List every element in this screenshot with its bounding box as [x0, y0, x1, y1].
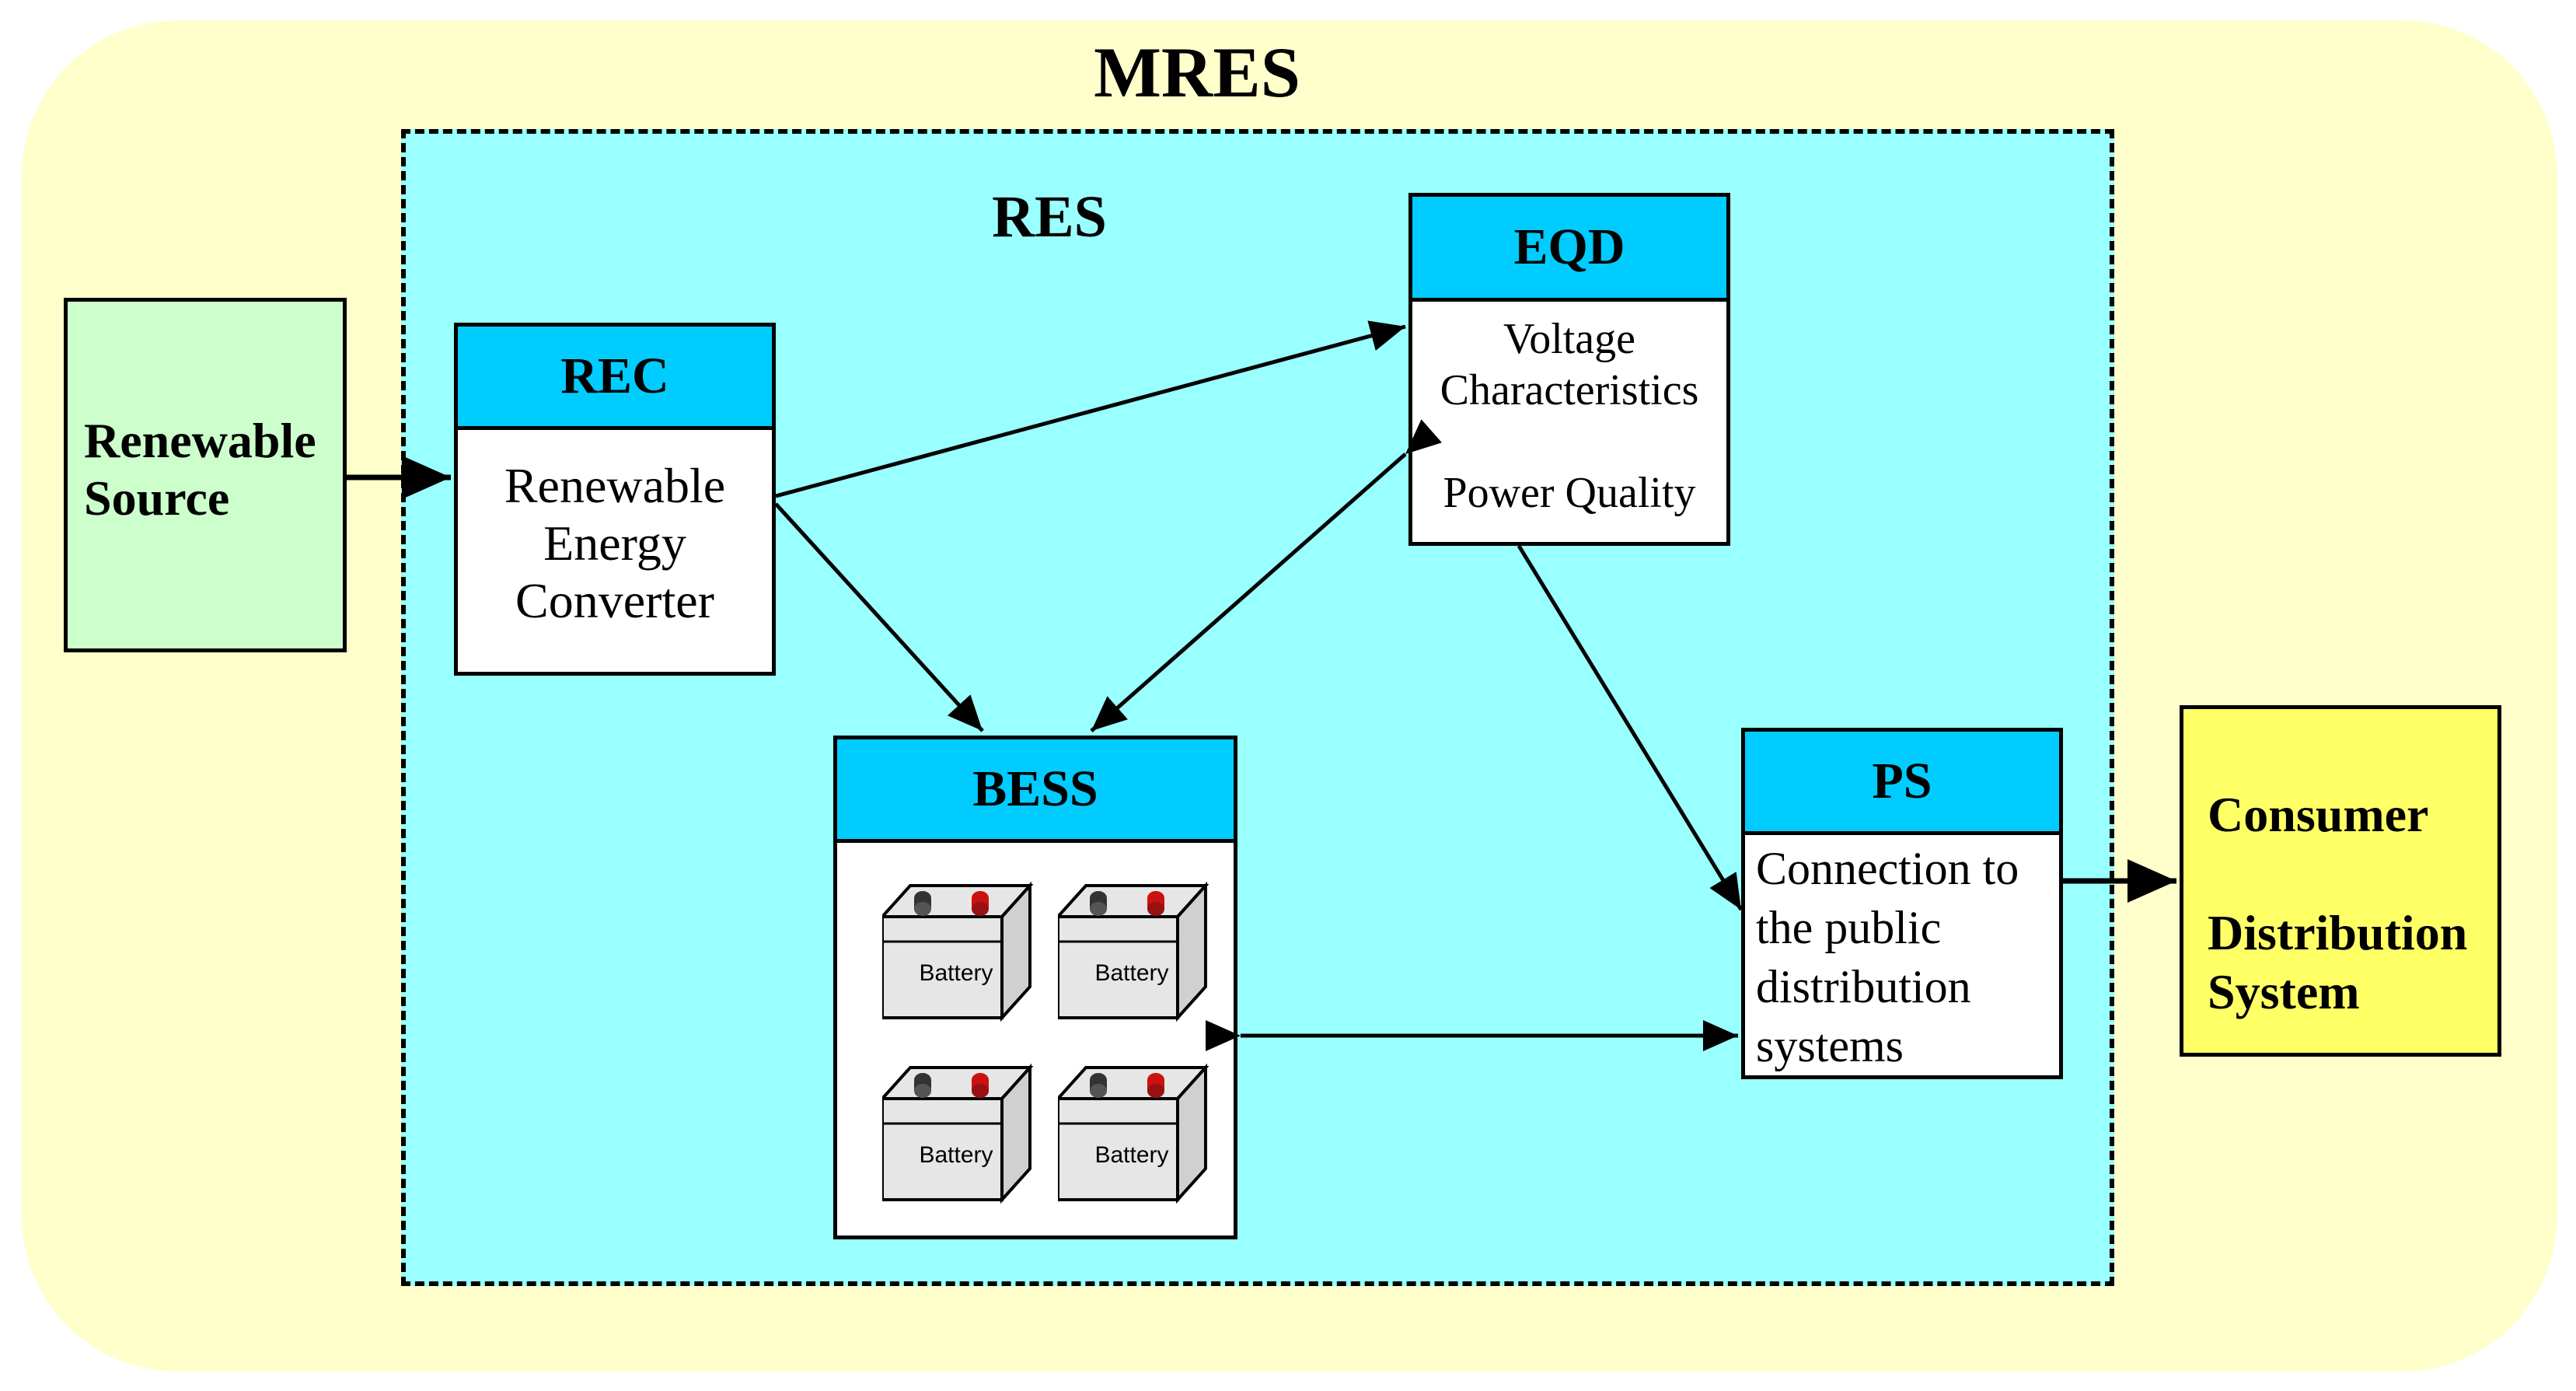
renewable-source-line-1: Renewable [84, 413, 316, 468]
arrow-rec-to-bess [774, 502, 984, 732]
battery-label: Battery [919, 1142, 993, 1168]
ps-line-4: systems [1756, 1020, 1904, 1071]
battery-4: Battery [1054, 1043, 1229, 1214]
ps-header: PS [1745, 732, 2059, 835]
arrow-rec-to-eqd [775, 320, 1406, 498]
consumer-distribution-label: Consumer Distribution System [2208, 785, 2503, 1022]
rec-body: Renewable Energy Converter [458, 426, 772, 672]
battery-1: Battery [878, 861, 1053, 1032]
battery-label: Battery [1094, 1142, 1169, 1168]
eqd-body: Voltage Characteristics Power Quality [1412, 298, 1726, 542]
battery-icon [1054, 1063, 1209, 1204]
rec-line-3: Converter [515, 573, 714, 628]
battery-icon [878, 1063, 1034, 1204]
battery-label: Battery [919, 960, 993, 986]
battery-2: Battery [1054, 861, 1229, 1032]
rec-block: REC Renewable Energy Converter [454, 323, 776, 676]
battery-3: Battery [878, 1043, 1053, 1214]
consumer-line-3: System [2208, 964, 2360, 1019]
eqd-line-2: Characteristics [1440, 366, 1699, 414]
battery-icon [1054, 881, 1209, 1022]
eqd-line-1: Voltage [1503, 315, 1636, 363]
battery-icon [878, 881, 1034, 1022]
ps-line-1: Connection to [1756, 843, 2019, 894]
mres-title: MRES [1094, 33, 1300, 112]
bess-block: BESS Battery [833, 736, 1237, 1239]
renewable-source-box [64, 298, 347, 652]
bess-header: BESS [837, 739, 1234, 843]
battery-label: Battery [1094, 960, 1169, 986]
rec-line-2: Energy [543, 516, 686, 571]
arrow-eqd-bess [1090, 419, 1442, 732]
ps-body: Connection to the public distribution sy… [1745, 831, 2059, 1075]
res-title: RES [992, 184, 1107, 250]
renewable-source-line-2: Source [84, 470, 230, 526]
bess-body: Battery Battery [837, 839, 1234, 1235]
consumer-line-1: Consumer [2208, 787, 2429, 842]
consumer-distribution-box [2180, 705, 2501, 1057]
ps-line-3: distribution [1756, 961, 1971, 1012]
arrow-eqd-to-ps [1517, 544, 1744, 911]
eqd-block: EQD Voltage Characteristics Power Qualit… [1408, 193, 1730, 546]
consumer-line-2: Distribution [2208, 905, 2468, 960]
eqd-header: EQD [1412, 197, 1726, 302]
renewable-source-label: Renewable Source [84, 412, 348, 527]
eqd-line-3: Power Quality [1443, 469, 1696, 517]
ps-block: PS Connection to the public distribution… [1741, 728, 2063, 1079]
ps-line-2: the public [1756, 902, 1942, 953]
rec-header: REC [458, 327, 772, 430]
rec-line-1: Renewable [504, 458, 726, 513]
